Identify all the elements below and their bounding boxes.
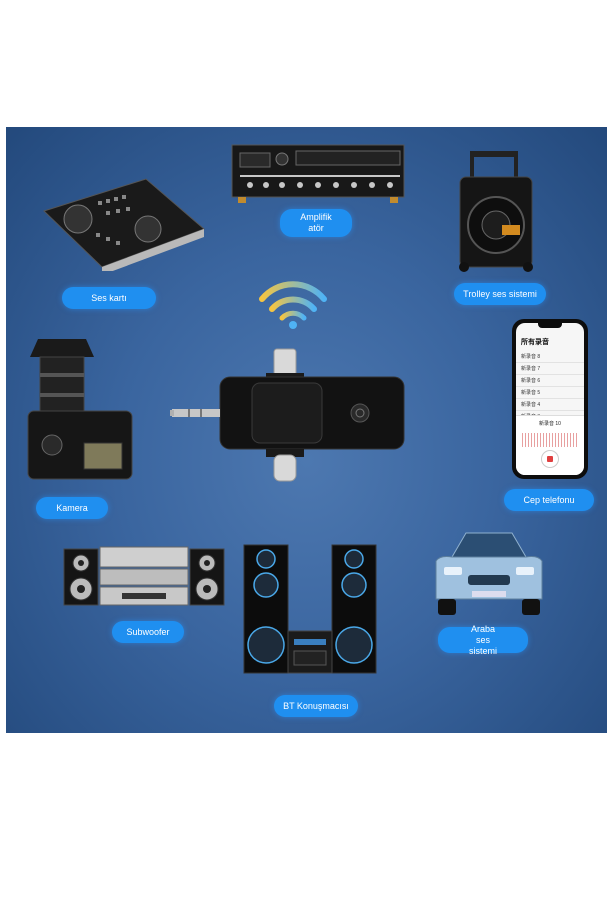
phone-recording-item[interactable]: 新录音 7 xyxy=(516,363,584,375)
phone-current-recording: 新录音 10 xyxy=(516,415,584,475)
trolley-label: Trolley ses sistemi xyxy=(454,283,546,305)
subwoofer-label: Subwoofer xyxy=(112,621,184,643)
araba-label: Araba ses sistemi xyxy=(438,624,528,656)
current-recording-label: 新录音 10 xyxy=(539,421,561,427)
bt-speakers-image xyxy=(242,541,378,677)
hifi-system-image xyxy=(62,545,226,609)
dj-controller-image xyxy=(36,171,206,271)
phone-notch xyxy=(538,323,562,328)
phone-recording-item[interactable]: 新录音 6 xyxy=(516,375,584,387)
phone-screen-title: 所有录音 xyxy=(521,339,549,346)
adapter-device-image xyxy=(168,347,408,485)
phone-recording-item[interactable]: 新录音 4 xyxy=(516,399,584,411)
waveform xyxy=(522,433,578,447)
kamera-label: Kamera xyxy=(36,497,108,519)
record-button[interactable] xyxy=(541,450,559,468)
car-image xyxy=(430,527,546,619)
trolley-speaker-image xyxy=(454,149,538,273)
amplifikator-label: Amplifik atör xyxy=(280,209,352,237)
wifi-icon xyxy=(258,277,328,329)
product-infographic: Ses kartı Amplifik atör xyxy=(6,127,607,733)
amplifier-image xyxy=(230,141,406,205)
phone-recording-item[interactable]: 新录音 8 xyxy=(516,351,584,363)
phone-recording-item[interactable]: 新录音 5 xyxy=(516,387,584,399)
bt-konusmacisi-label: BT Konuşmacısı xyxy=(274,695,358,717)
camera-image xyxy=(24,337,136,485)
cep-telefonu-label: Cep telefonu xyxy=(504,489,594,511)
ses-karti-label: Ses kartı xyxy=(62,287,156,309)
